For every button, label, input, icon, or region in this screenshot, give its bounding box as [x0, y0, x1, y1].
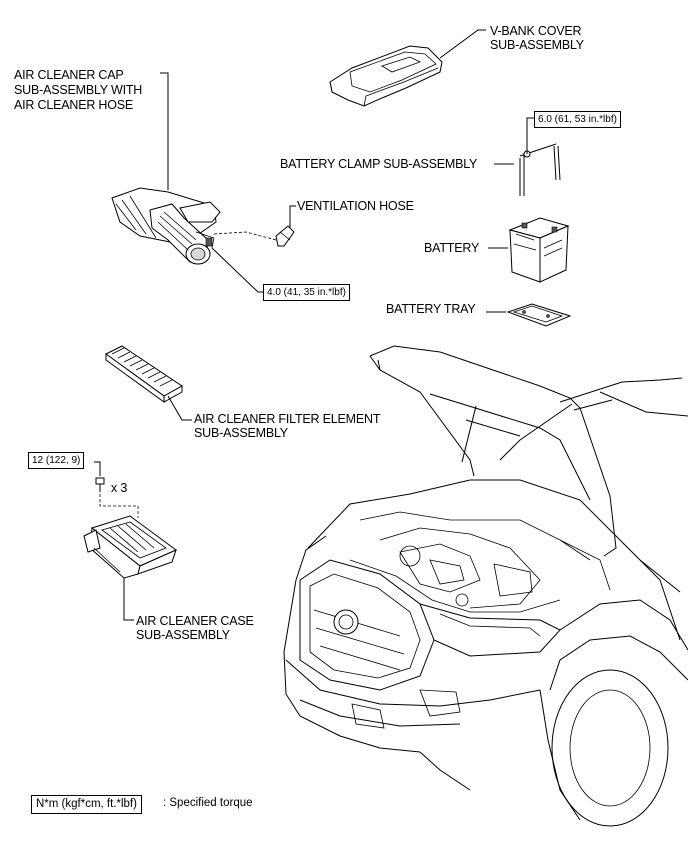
air-cleaner-cap-leader [160, 72, 169, 190]
vehicle-drawing [283, 345, 688, 827]
air-cleaner-cap-label-line2: SUB-ASSEMBLY WITH [14, 83, 143, 97]
filter-element-label: AIR CLEANER FILTER ELEMENT [194, 412, 381, 426]
v-bank-cover-label-line2: SUB-ASSEMBLY [490, 38, 584, 52]
battery-tray-label: BATTERY TRAY [386, 302, 476, 316]
air-cleaner-cap-label-line3: AIR CLEANER HOSE [14, 98, 134, 112]
bolt-quantity-label: x 3 [111, 481, 128, 495]
case-bolt-drawing [95, 477, 105, 492]
torque-legend-meaning: : Specified torque [163, 797, 253, 809]
torque-unit-legend-box: N*m (kgf*cm, ft.*lbf) [31, 795, 142, 814]
filter-element-label-line2: SUB-ASSEMBLY [194, 426, 288, 440]
v-bank-cover-drawing [329, 45, 443, 107]
battery-tray-drawing [506, 303, 572, 327]
battery-clamp-drawing [519, 143, 561, 196]
air-cleaner-cap-drawing [111, 187, 221, 265]
case-bolt-dashes [99, 494, 139, 518]
air-cleaner-cap-label: AIR CLEANER CAP [14, 68, 124, 82]
hose-clamp-torque-box: 4.0 (41, 35 in.*lbf) [263, 284, 350, 301]
filter-element-drawing [105, 345, 183, 403]
battery-drawing [508, 217, 570, 283]
v-bank-cover-leader [439, 29, 486, 59]
battery-clamp-torque-box: 6.0 (61, 53 in.*lbf) [534, 111, 621, 128]
hose-connection-dashes [213, 231, 277, 241]
air-cleaner-case-leader [123, 578, 134, 621]
ventilation-hose-label: VENTILATION HOSE [297, 199, 414, 213]
air-cleaner-case-label-line2: SUB-ASSEMBLY [136, 628, 230, 642]
battery-clamp-torque-leader [526, 117, 534, 154]
ventilation-hose-leader [289, 205, 296, 228]
case-bolt-torque-box: 12 (122, 9) [28, 452, 85, 469]
air-cleaner-case-drawing [83, 515, 177, 579]
hose-clamp-torque-leader [211, 247, 264, 293]
battery-label: BATTERY [424, 241, 480, 255]
filter-element-leader [167, 395, 192, 421]
case-bolt-torque-leader [94, 461, 101, 476]
battery-clamp-label: BATTERY CLAMP SUB-ASSEMBLY [280, 157, 478, 171]
v-bank-cover-label: V-BANK COVER [490, 24, 582, 38]
air-cleaner-case-label: AIR CLEANER CASE [136, 614, 254, 628]
ventilation-hose-drawing [275, 225, 295, 247]
